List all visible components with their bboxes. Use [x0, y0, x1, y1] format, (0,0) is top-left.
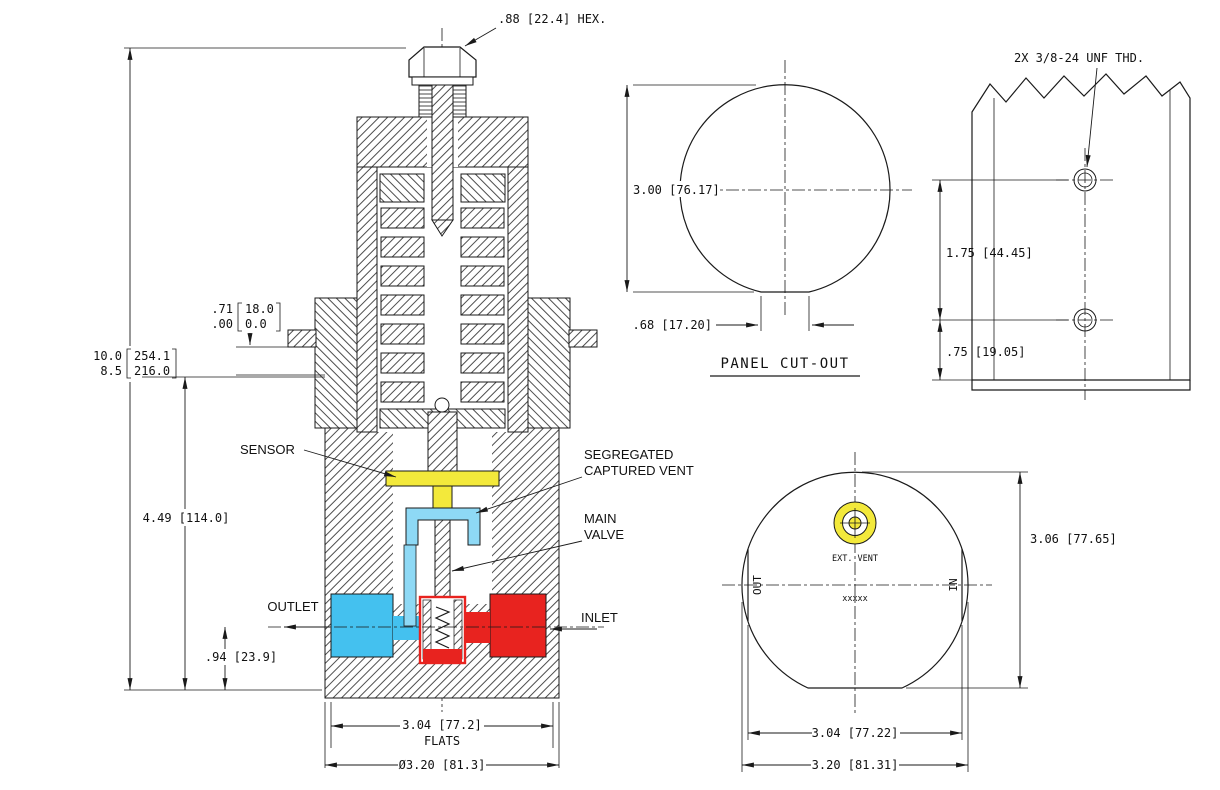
range-spring: [379, 173, 506, 429]
section-view: [287, 28, 598, 712]
vent-passage: [403, 544, 417, 627]
dim-flats-word: FLATS: [424, 734, 460, 748]
valve-stem: [434, 519, 451, 599]
sensor-leader: [303, 449, 397, 478]
inlet-channel: [465, 612, 490, 643]
dim-overall-height: 10.0 8.5 254.1 216.0: [84, 47, 406, 691]
vent-leader: [475, 476, 583, 514]
valve-leader: [451, 540, 583, 572]
dim-body-height: 4.49 [114.0]: [140, 376, 325, 690]
section-annotations: .88 [22.4] HEX. 10.0 8.5 254.1 216.0 .71…: [84, 12, 694, 772]
bottom-view: EXT. VENT OUT IN xxxxx 3.06 [77.65] 3.04…: [722, 452, 1117, 772]
dim-bottom-diameter-text: 3.20 [81.31]: [812, 758, 899, 772]
dim-bottom-flats-text: 3.04 [77.22]: [812, 726, 899, 740]
dim-travel-in-min: .00: [211, 317, 233, 331]
sensor-stem: [432, 485, 453, 509]
dim-flats: 3.04 [77.2] FLATS: [330, 702, 554, 748]
inlet-label: INLET: [581, 610, 618, 625]
thread-callout: 2X 3/8-24 UNF THD.: [1014, 51, 1144, 65]
valve-label-line1: MAIN: [584, 511, 617, 526]
dim-bottom-flats: 3.04 [77.22]: [747, 625, 963, 740]
panel-cutout-caption: PANEL CUT-OUT: [720, 356, 849, 372]
vent-label-line2: CAPTURED VENT: [584, 463, 694, 478]
dim-outer-diameter-text: Ø3.20 [81.3]: [399, 758, 486, 772]
ext-vent-label: EXT. VENT: [832, 554, 878, 564]
dim-edge-offset-text: .75 [19.05]: [946, 345, 1025, 359]
dim-height-in-min: 8.5: [100, 364, 122, 378]
dim-port-height-text: .94 [23.9]: [205, 650, 277, 664]
panel-bottom-edge: [971, 380, 1191, 391]
panel-outline: [971, 73, 1191, 381]
dim-cutout-diameter-text: 3.00 [76.17]: [633, 183, 720, 197]
panel-side-view: 2X 3/8-24 UNF THD. 1.75 [44.45] .75 [19.…: [932, 51, 1191, 400]
sensor-plate: [385, 470, 500, 487]
dim-cutout-flat: .68 [17.20]: [633, 296, 854, 332]
vent-label-line1: SEGREGATED: [584, 447, 673, 462]
valve-label-line2: VALVE: [584, 527, 624, 542]
thrust-ball: [434, 397, 450, 413]
dim-bottom-diameter: 3.20 [81.31]: [741, 602, 969, 772]
dim-height-mm-max: 254.1: [134, 349, 170, 363]
inlet-passage: [489, 593, 547, 658]
part-number-text: xxxxx: [842, 594, 868, 604]
panel-cutout-view: 3.00 [76.17] .68 [17.20] PANEL CUT-OUT: [624, 60, 912, 377]
dim-bottom-height: 3.06 [77.65]: [862, 471, 1117, 689]
in-port-label: IN: [947, 578, 960, 591]
dim-height-mm-min: 216.0: [134, 364, 170, 378]
thread-leader: [1085, 67, 1098, 168]
mounting-ear-left: [287, 329, 317, 348]
hex-leader: [464, 27, 497, 47]
outlet-label: OUTLET: [267, 599, 318, 614]
dim-hole-spacing-text: 1.75 [44.45]: [946, 246, 1033, 260]
dim-travel-mm-max: 18.0: [245, 302, 274, 316]
ext-vent-port: [833, 501, 877, 545]
dim-port-height: .94 [23.9]: [203, 627, 279, 690]
adjustment-screw: [418, 84, 467, 237]
outlet-passage: [330, 593, 394, 658]
valve-spring: [434, 606, 451, 649]
mounting-ear-right: [568, 329, 598, 348]
dim-travel-in-max: .71: [211, 302, 233, 316]
hex-head: [408, 46, 477, 86]
valve-seat: [423, 649, 462, 662]
dim-outer-diameter: Ø3.20 [81.3]: [324, 702, 560, 772]
out-port-label: OUT: [751, 575, 764, 595]
dim-cutout-diameter: 3.00 [76.17]: [624, 84, 756, 293]
dim-body-height-text: 4.49 [114.0]: [143, 511, 230, 525]
hex-size-callout: .88 [22.4] HEX.: [498, 12, 606, 26]
dim-adjustment-travel: .71 .00 18.0 0.0: [211, 302, 325, 376]
dim-hole-spacing: 1.75 [44.45]: [932, 179, 1068, 321]
dim-edge-offset: .75 [19.05]: [932, 320, 1025, 381]
dim-cutout-flat-text: .68 [17.20]: [633, 318, 712, 332]
sensor-label: SENSOR: [240, 442, 295, 457]
dim-flats-text: 3.04 [77.2]: [402, 718, 481, 732]
panel-bushing: [287, 297, 598, 429]
dim-bottom-height-text: 3.06 [77.65]: [1030, 532, 1117, 546]
main-valve-cartridge: [418, 595, 467, 665]
sensor-piston: [427, 411, 458, 472]
dim-travel-mm-min: 0.0: [245, 317, 267, 331]
dim-height-in-max: 10.0: [93, 349, 122, 363]
